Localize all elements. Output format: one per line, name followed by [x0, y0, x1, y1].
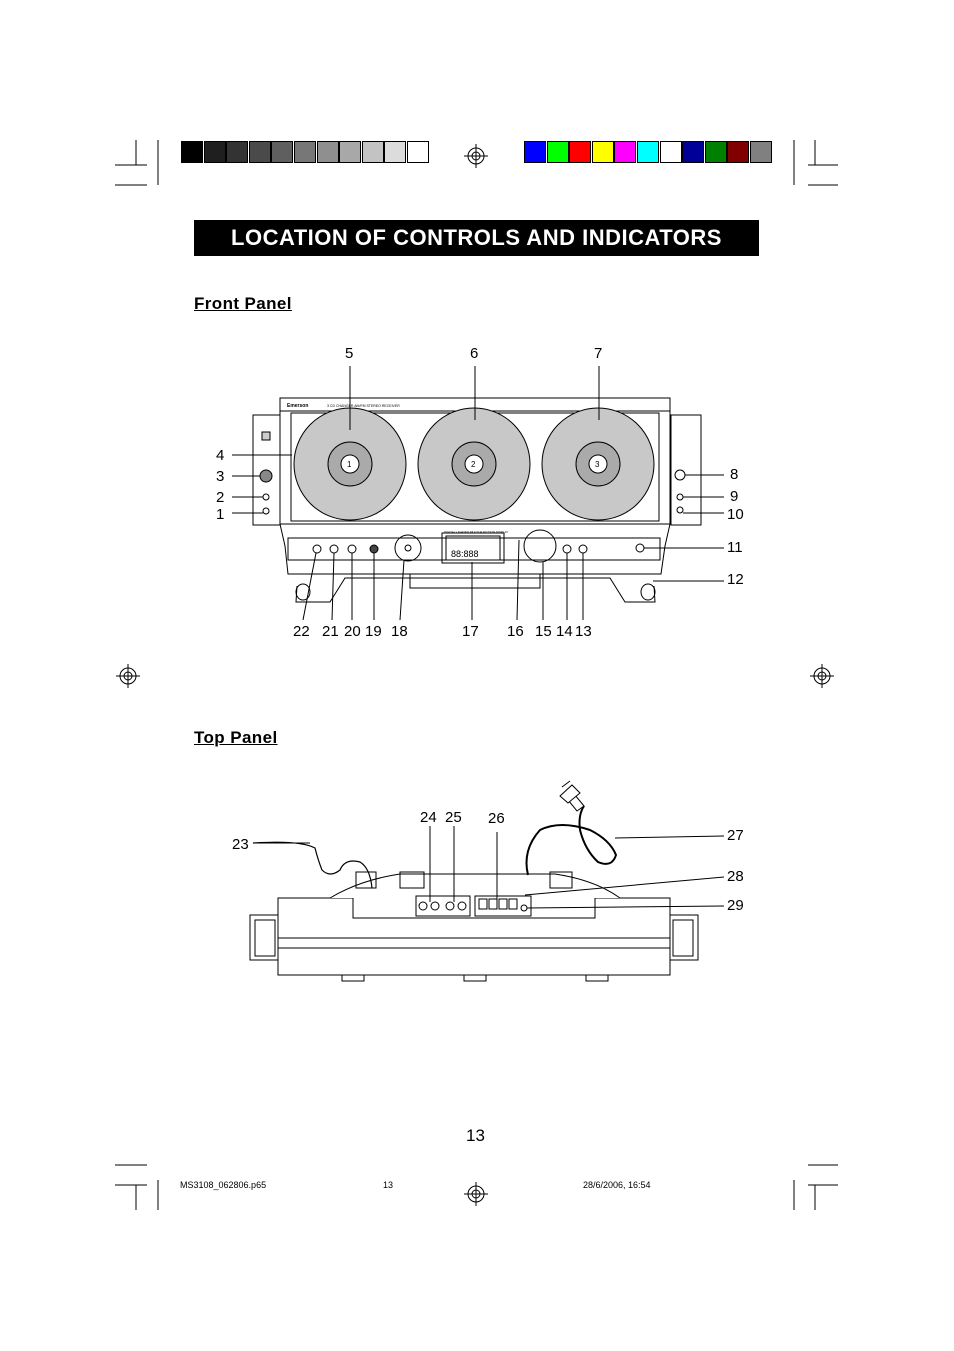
- color-swatch: [203, 141, 226, 163]
- callout-19: 19: [365, 623, 382, 640]
- disc-label-3: 3: [595, 460, 600, 469]
- color-swatch: [659, 141, 682, 163]
- lcd-digits: 88:888: [451, 549, 479, 559]
- footer-date: 28/6/2006, 16:54: [583, 1180, 651, 1190]
- callout-29: 29: [727, 897, 744, 914]
- cd-hub-3: [588, 454, 608, 474]
- callout-7: 7: [594, 345, 603, 362]
- front-panel-heading: Front Panel: [194, 294, 292, 313]
- callout-1: 1: [216, 506, 225, 523]
- footer-file: MS3108_062806.p65: [180, 1180, 267, 1190]
- callout-2: 2: [216, 489, 225, 506]
- color-swatch: [750, 141, 772, 163]
- color-swatch: [339, 141, 362, 163]
- callout-22: 22: [293, 623, 310, 640]
- color-swatch: [682, 141, 705, 163]
- callout-26: 26: [488, 810, 505, 827]
- color-swatch: [407, 141, 429, 163]
- disc-label-2: 2: [471, 460, 476, 469]
- cd-hub-1: [340, 454, 360, 474]
- callout-6: 6: [470, 345, 479, 362]
- callout-18: 18: [391, 623, 408, 640]
- color-swatch: [316, 141, 339, 163]
- callout-28: 28: [727, 868, 744, 885]
- cd-hub-2: [464, 454, 484, 474]
- color-swatch: [614, 141, 637, 163]
- color-swatch: [384, 141, 407, 163]
- color-swatch: [546, 141, 569, 163]
- color-swatch: [181, 141, 203, 163]
- disc-label-1: 1: [347, 460, 352, 469]
- color-swatch: [591, 141, 614, 163]
- display-label: DIGITAL LIGHTED MULTI FUNCTION DISPLAY: [444, 530, 508, 534]
- callout-11: 11: [727, 539, 743, 556]
- color-swatch: [226, 141, 249, 163]
- callout-25: 25: [445, 809, 462, 826]
- model-text: 3 CD CHANGER AM/FM STEREO RECEIVER: [327, 404, 400, 408]
- footer-page: 13: [383, 1180, 394, 1190]
- callout-17: 17: [462, 623, 479, 640]
- callout-13: 13: [575, 623, 592, 640]
- color-swatch: [569, 141, 592, 163]
- top-panel-heading: Top Panel: [194, 728, 278, 747]
- callout-9: 9: [730, 488, 739, 505]
- color-swatch: [248, 141, 271, 163]
- callout-20: 20: [344, 623, 361, 640]
- callout-15: 15: [535, 623, 552, 640]
- color-swatch: [524, 141, 546, 163]
- color-swatch: [361, 141, 384, 163]
- callout-27: 27: [727, 827, 744, 844]
- callout-16: 16: [507, 623, 524, 640]
- callout-5: 5: [345, 345, 354, 362]
- callout-10: 10: [727, 506, 744, 523]
- brand-logo: Emerson: [287, 403, 308, 409]
- page-title: LOCATION OF CONTROLS AND INDICATORS: [194, 220, 759, 256]
- callout-3: 3: [216, 468, 225, 485]
- callout-23: 23: [232, 836, 249, 853]
- callout-4: 4: [216, 447, 225, 464]
- color-swatch: [727, 141, 750, 163]
- page-number: 13: [466, 1126, 485, 1145]
- callout-8: 8: [730, 466, 739, 483]
- color-swatch: [637, 141, 659, 163]
- callout-24: 24: [420, 809, 437, 826]
- color-swatch: [294, 141, 316, 163]
- callout-12: 12: [727, 571, 744, 588]
- callout-14: 14: [556, 623, 573, 640]
- color-swatch: [704, 141, 727, 163]
- callout-21: 21: [322, 623, 339, 640]
- color-swatch: [271, 141, 294, 163]
